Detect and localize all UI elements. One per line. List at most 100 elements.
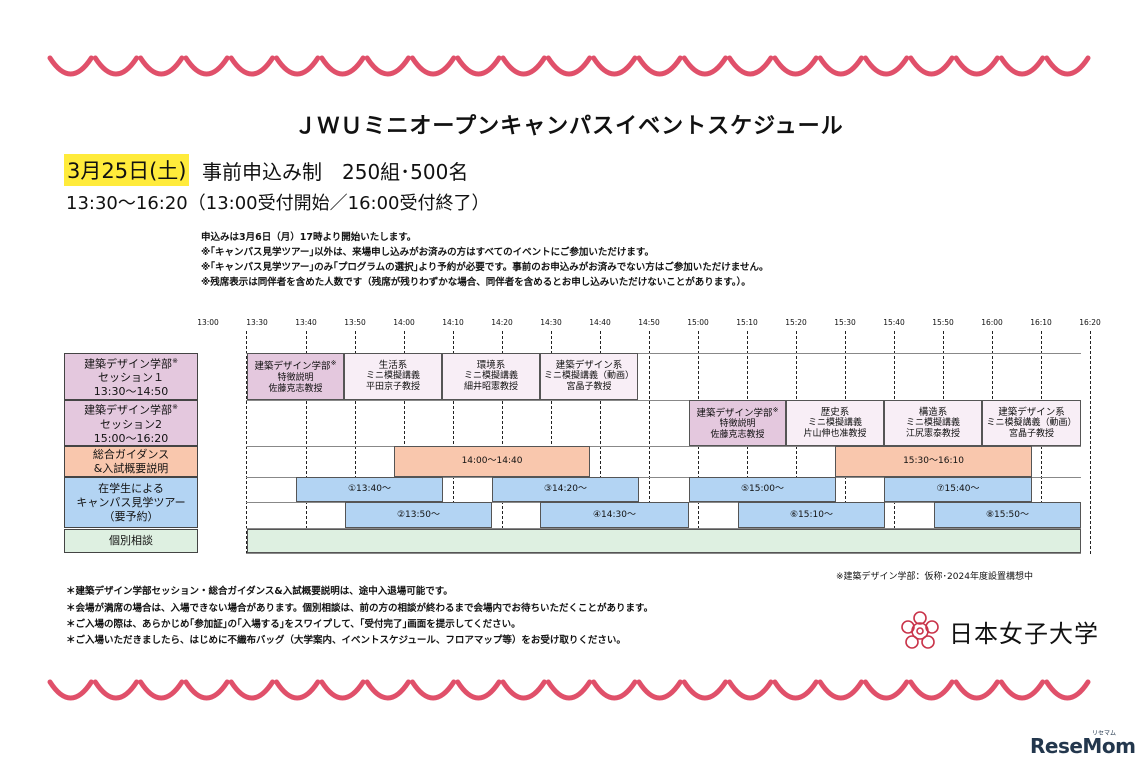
time-tick-label: 15:50	[932, 318, 954, 327]
row-label-session1: 建築デザイン学部※ セッション１ 13:30〜14:50	[64, 353, 198, 400]
time-tick-label: 15:00	[687, 318, 709, 327]
note-4: ※残席表示は同伴者を含めた人数です（残席が残りわずかな場合、同伴者を含めるとお申…	[201, 277, 751, 288]
time-tick-label: 16:10	[1030, 318, 1052, 327]
wave-scallop	[681, 679, 729, 701]
wave-scallop	[364, 55, 411, 77]
wave-scallop	[319, 55, 366, 77]
wave-scallop	[138, 55, 185, 77]
university-name: 日本女子大学	[949, 619, 1099, 648]
wave-scallop	[636, 679, 683, 701]
footer-note-1: ＊建築デザイン学部セッション・総合ガイダンス&入試概要説明は、途中入退場可能です…	[66, 586, 453, 597]
wave-scallop	[862, 55, 910, 77]
session2-lecture-history: 歴史系ミニ模擬講義片山伸也准教授	[786, 400, 884, 446]
time-tick-label: 16:20	[1079, 318, 1101, 327]
page-title: ＪＷＵミニオープンキャンパスイベントスケジュール	[294, 114, 844, 139]
note-2: ※｢キャンパス見学ツアー｣以外は、来場申し込みがお済みの方はすべてのイベントにご…	[201, 247, 654, 258]
note-3: ※｢キャンパス見学ツアー｣のみ｢プログラムの選択｣より予約が必要です。事前のお申…	[201, 262, 769, 273]
wave-scallop	[998, 679, 1046, 701]
wave-scallop	[138, 679, 185, 701]
watermark-small: リセマム	[1092, 730, 1117, 737]
wave-scallop	[409, 679, 457, 701]
tour-slot-6: ⑥15:10〜	[738, 502, 885, 528]
time-tick-label: 15:10	[736, 318, 758, 327]
guidance-slot-1: 14:00〜14:40	[394, 446, 590, 477]
wave-scallop	[47, 55, 94, 77]
wave-scallop	[545, 679, 593, 701]
session2-lecture-structure: 構造系ミニ模擬講義江尻憲泰教授	[884, 400, 982, 446]
wave-scallop	[908, 55, 955, 77]
wave-scallop	[409, 55, 457, 77]
grid-line	[246, 477, 1081, 478]
wave-scallop	[274, 55, 321, 77]
wave-scallop	[364, 679, 411, 701]
time-tick-label: 13:00	[197, 318, 219, 327]
row-label-consultation: 個別相談	[64, 529, 198, 553]
tour-slot-7: ⑦15:40〜	[884, 477, 1032, 502]
wave-scallop	[545, 55, 593, 77]
tour-slot-4: ④14:30〜	[540, 502, 689, 528]
wave-scallop	[681, 55, 729, 77]
top-wave-border	[47, 55, 1091, 77]
wave-scallop	[455, 55, 502, 77]
time-tick-label: 14:40	[589, 318, 611, 327]
row-label-guidance: 総合ガイダンス &入試概要説明	[64, 446, 198, 477]
grid-line	[246, 528, 1081, 529]
wave-scallop	[228, 55, 276, 77]
wave-scallop	[953, 679, 1000, 701]
session1-lecture-living: 生活系ミニ模擬講義平田京子教授	[344, 353, 442, 400]
wave-scallop	[817, 55, 864, 77]
wave-scallop	[274, 679, 321, 701]
wave-scallop	[228, 679, 276, 701]
wave-scallop	[500, 679, 547, 701]
time-grid-line	[600, 331, 601, 554]
footer-note-4: ＊ご入場いただきましたら、はじめに不織布バッグ（大学案内、イベントスケジュール、…	[66, 635, 626, 646]
wave-scallop	[183, 679, 230, 701]
row-label-session2: 建築デザイン学部※ セッション2 15:00〜16:20	[64, 400, 198, 446]
wave-scallop	[92, 679, 140, 701]
wave-scallop	[727, 679, 774, 701]
note-1: 申込みは3月6日（月）17時より開始いたします。	[201, 232, 417, 243]
wave-scallop	[772, 55, 819, 77]
wave-scallop	[817, 679, 864, 701]
time-tick-label: 14:30	[540, 318, 562, 327]
time-tick-label: 15:30	[834, 318, 856, 327]
time-grid-line	[453, 331, 454, 554]
time-grid-line	[1090, 331, 1091, 554]
time-grid-line	[246, 331, 247, 554]
wave-scallop	[319, 679, 366, 701]
grid-line	[246, 553, 1081, 554]
wave-scallop	[862, 679, 910, 701]
wave-scallop	[953, 55, 1000, 77]
bottom-wave-border	[47, 679, 1091, 701]
wave-scallop	[1044, 679, 1091, 701]
wave-scallop	[500, 55, 547, 77]
time-tick-label: 13:30	[246, 318, 268, 327]
wave-scallop	[998, 55, 1046, 77]
time-grid-line	[502, 331, 503, 554]
booking-info: 事前申込み制 250組･500名	[202, 160, 469, 184]
consultation-bar	[247, 529, 1081, 553]
wave-scallop	[727, 55, 774, 77]
time-tick-label: 14:00	[393, 318, 415, 327]
wave-scallop	[47, 679, 94, 701]
time-grid-line	[404, 331, 405, 554]
wave-scallop	[591, 55, 638, 77]
tour-slot-3: ③14:20〜	[492, 477, 639, 502]
session1-lecture-environment: 環境系ミニ模擬講義細井昭憲教授	[442, 353, 540, 400]
footer-note-2: ＊会場が満席の場合は、入場できない場合があります。個別相談は、前の方の相談が終わ…	[66, 603, 654, 614]
event-date: 3月25日(土)	[64, 154, 190, 186]
wave-scallop	[908, 679, 955, 701]
faculty-note: ※建築デザイン学部：仮称･2024年度設置構想中	[836, 572, 1033, 582]
time-grid-line	[551, 331, 552, 554]
session2-lecture-design-video: 建築デザイン系ミニ模擬講義（動画）宮晶子教授	[982, 400, 1081, 446]
tour-slot-8: ⑧15:50〜	[934, 502, 1081, 528]
grid-line	[246, 400, 1081, 401]
grid-line	[246, 353, 1081, 354]
wave-scallop	[772, 679, 819, 701]
tour-slot-1: ①13:40〜	[296, 477, 443, 502]
wave-scallop	[636, 55, 683, 77]
time-tick-label: 15:40	[883, 318, 905, 327]
time-tick-label: 13:50	[344, 318, 366, 327]
grid-line	[246, 446, 1081, 447]
time-grid-line	[306, 331, 307, 554]
